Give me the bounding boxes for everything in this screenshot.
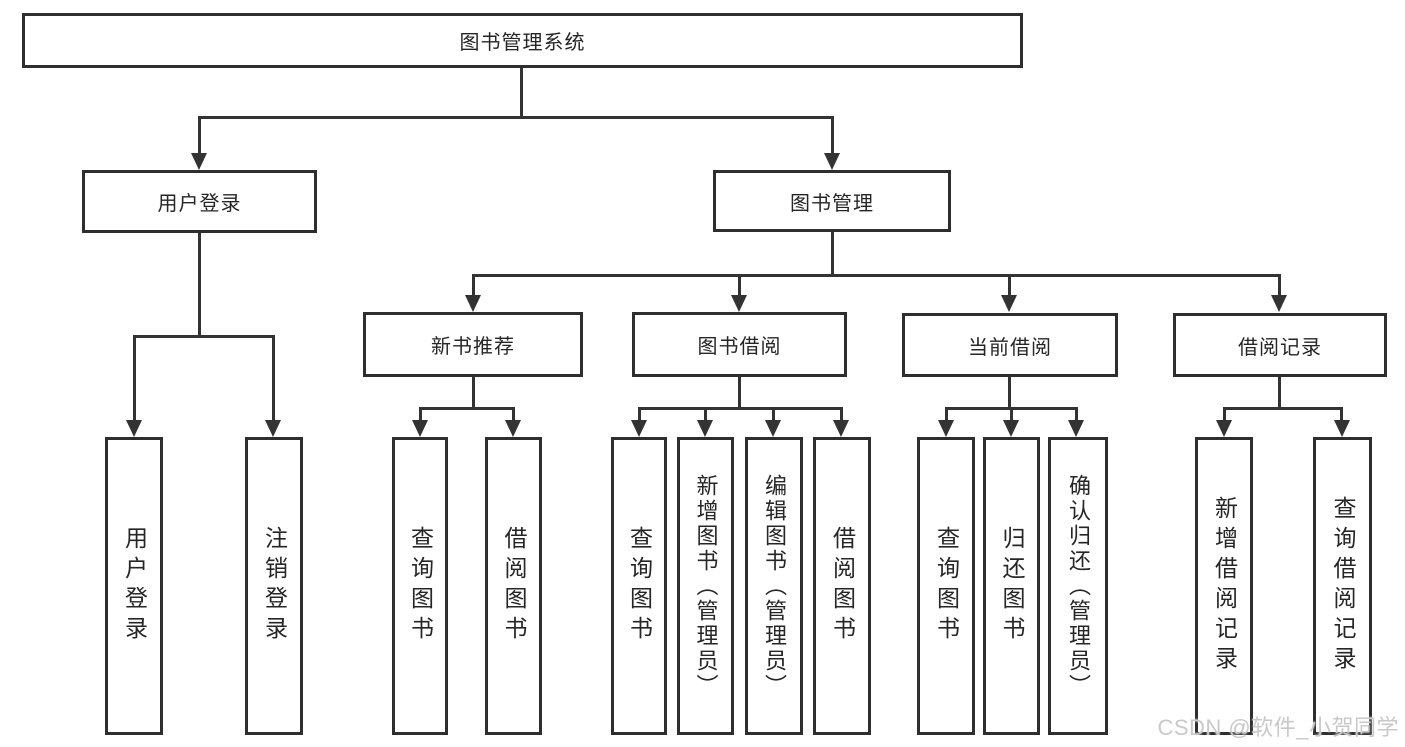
arrowhead-leaf [505, 420, 521, 437]
connector-current-borrow-stem [1008, 375, 1011, 409]
node-label: 借阅图书 [501, 526, 527, 646]
arrowhead-leaf [697, 420, 713, 437]
connector-drop-current-borrow [1008, 274, 1011, 300]
connector-drop-borrow-records [1278, 274, 1281, 300]
leaf-query-book-2: 查询图书 [611, 437, 667, 735]
node-label: 借阅图书 [829, 526, 856, 646]
leaf-return-book: 归还图书 [983, 437, 1040, 735]
connector-bracket-new-book [419, 407, 515, 410]
arrowhead-leaf [765, 420, 781, 437]
connector-drop-leaf-login [133, 335, 136, 425]
connector-drop [704, 407, 707, 425]
connector-drop-user-login [198, 116, 201, 158]
node-label: 查询图书 [626, 526, 653, 646]
connector-drop [512, 407, 515, 425]
connector-bracket-borrow-records [1223, 407, 1343, 410]
connector-drop [1010, 407, 1013, 425]
node-label: 查询图书 [933, 526, 960, 646]
leaf-query-book-3: 查询图书 [917, 437, 975, 735]
connector-bracket-level1 [198, 116, 834, 119]
node-current-borrow: 当前借阅 [902, 313, 1118, 377]
connector-drop [772, 407, 775, 425]
csdn-watermark: CSDN @软件_小贺同学 [1157, 715, 1399, 740]
connector-drop [1075, 407, 1078, 425]
node-label: 新书推荐 [431, 336, 515, 358]
node-label: 用户登录 [157, 193, 242, 215]
leaf-logout: 注销登录 [245, 437, 303, 735]
leaf-add-book-admin: 新增图书（管理员） [677, 437, 734, 735]
leaf-borrow-book-1: 借阅图书 [485, 437, 542, 735]
connector-drop [419, 407, 422, 425]
connector-drop-new-book [472, 274, 475, 300]
arrowhead-book-borrow [731, 295, 747, 312]
arrowhead-leaf [833, 420, 849, 437]
node-label: 图书借阅 [697, 336, 782, 358]
node-label: 图书管理 [790, 192, 874, 215]
node-new-book-recommend: 新书推荐 [363, 312, 583, 377]
node-label: 图书管理系统 [459, 32, 586, 54]
connector-new-book-stem [472, 375, 475, 409]
arrowhead-user-login [191, 153, 207, 170]
arrowhead-borrow-records [1271, 295, 1287, 312]
connector-drop [1223, 407, 1226, 425]
arrowhead-leaf [1003, 420, 1019, 437]
arrowhead-current-borrow [1001, 295, 1017, 312]
arrowhead-leaf-logout [265, 420, 281, 437]
connector-book-borrow-stem [738, 375, 741, 409]
arrowhead-leaf [938, 420, 954, 437]
connector-drop-book-borrow [738, 274, 741, 300]
node-label: 确认归还（管理员） [1066, 473, 1091, 699]
node-root-system: 图书管理系统 [22, 13, 1023, 68]
connector-user-login-stem [198, 231, 201, 337]
node-label: 查询借阅记录 [1330, 496, 1356, 676]
leaf-borrow-book-2: 借阅图书 [813, 437, 871, 735]
arrowhead-book-mgmt [824, 153, 840, 170]
node-label: 借阅记录 [1238, 336, 1322, 359]
leaf-query-borrow-record: 查询借阅记录 [1313, 437, 1372, 735]
node-label: 当前借阅 [968, 336, 1052, 359]
connector-root-stem [520, 66, 523, 118]
node-user-login: 用户登录 [82, 170, 317, 233]
node-book-borrow: 图书借阅 [632, 312, 847, 377]
leaf-query-book-1: 查询图书 [392, 437, 448, 735]
connector-bracket-book-borrow [638, 407, 843, 410]
arrowhead-leaf-login [126, 420, 142, 437]
node-label: 注销登录 [261, 526, 288, 646]
node-label: 新增借阅记录 [1211, 496, 1238, 676]
connector-drop [840, 407, 843, 425]
connector-drop [638, 407, 641, 425]
arrowhead-new-book [465, 295, 481, 312]
node-label: 用户登录 [121, 526, 148, 646]
connector-bracket-level2 [472, 274, 1281, 277]
leaf-add-borrow-record: 新增借阅记录 [1195, 437, 1253, 735]
leaf-edit-book-admin: 编辑图书（管理员） [745, 437, 803, 735]
leaf-user-login: 用户登录 [105, 437, 163, 735]
connector-drop-book-mgmt [831, 116, 834, 158]
node-borrow-records: 借阅记录 [1173, 313, 1387, 377]
arrowhead-leaf [631, 420, 647, 437]
connector-drop-leaf-logout [272, 335, 275, 425]
node-label: 归还图书 [999, 526, 1025, 646]
node-label: 新增图书（管理员） [693, 473, 719, 699]
connector-book-mgmt-stem [831, 230, 834, 276]
connector-drop [945, 407, 948, 425]
connector-bracket-user-login [133, 335, 275, 338]
node-label: 编辑图书（管理员） [762, 473, 787, 699]
connector-borrow-records-stem [1278, 375, 1281, 409]
node-label: 查询图书 [407, 526, 434, 646]
arrowhead-leaf [1216, 420, 1232, 437]
leaf-confirm-return-admin: 确认归还（管理员） [1048, 437, 1108, 735]
arrowhead-leaf [412, 420, 428, 437]
arrowhead-leaf [1068, 420, 1084, 437]
connector-drop [1340, 407, 1343, 425]
node-book-management: 图书管理 [713, 170, 951, 232]
arrowhead-leaf [1334, 420, 1350, 437]
